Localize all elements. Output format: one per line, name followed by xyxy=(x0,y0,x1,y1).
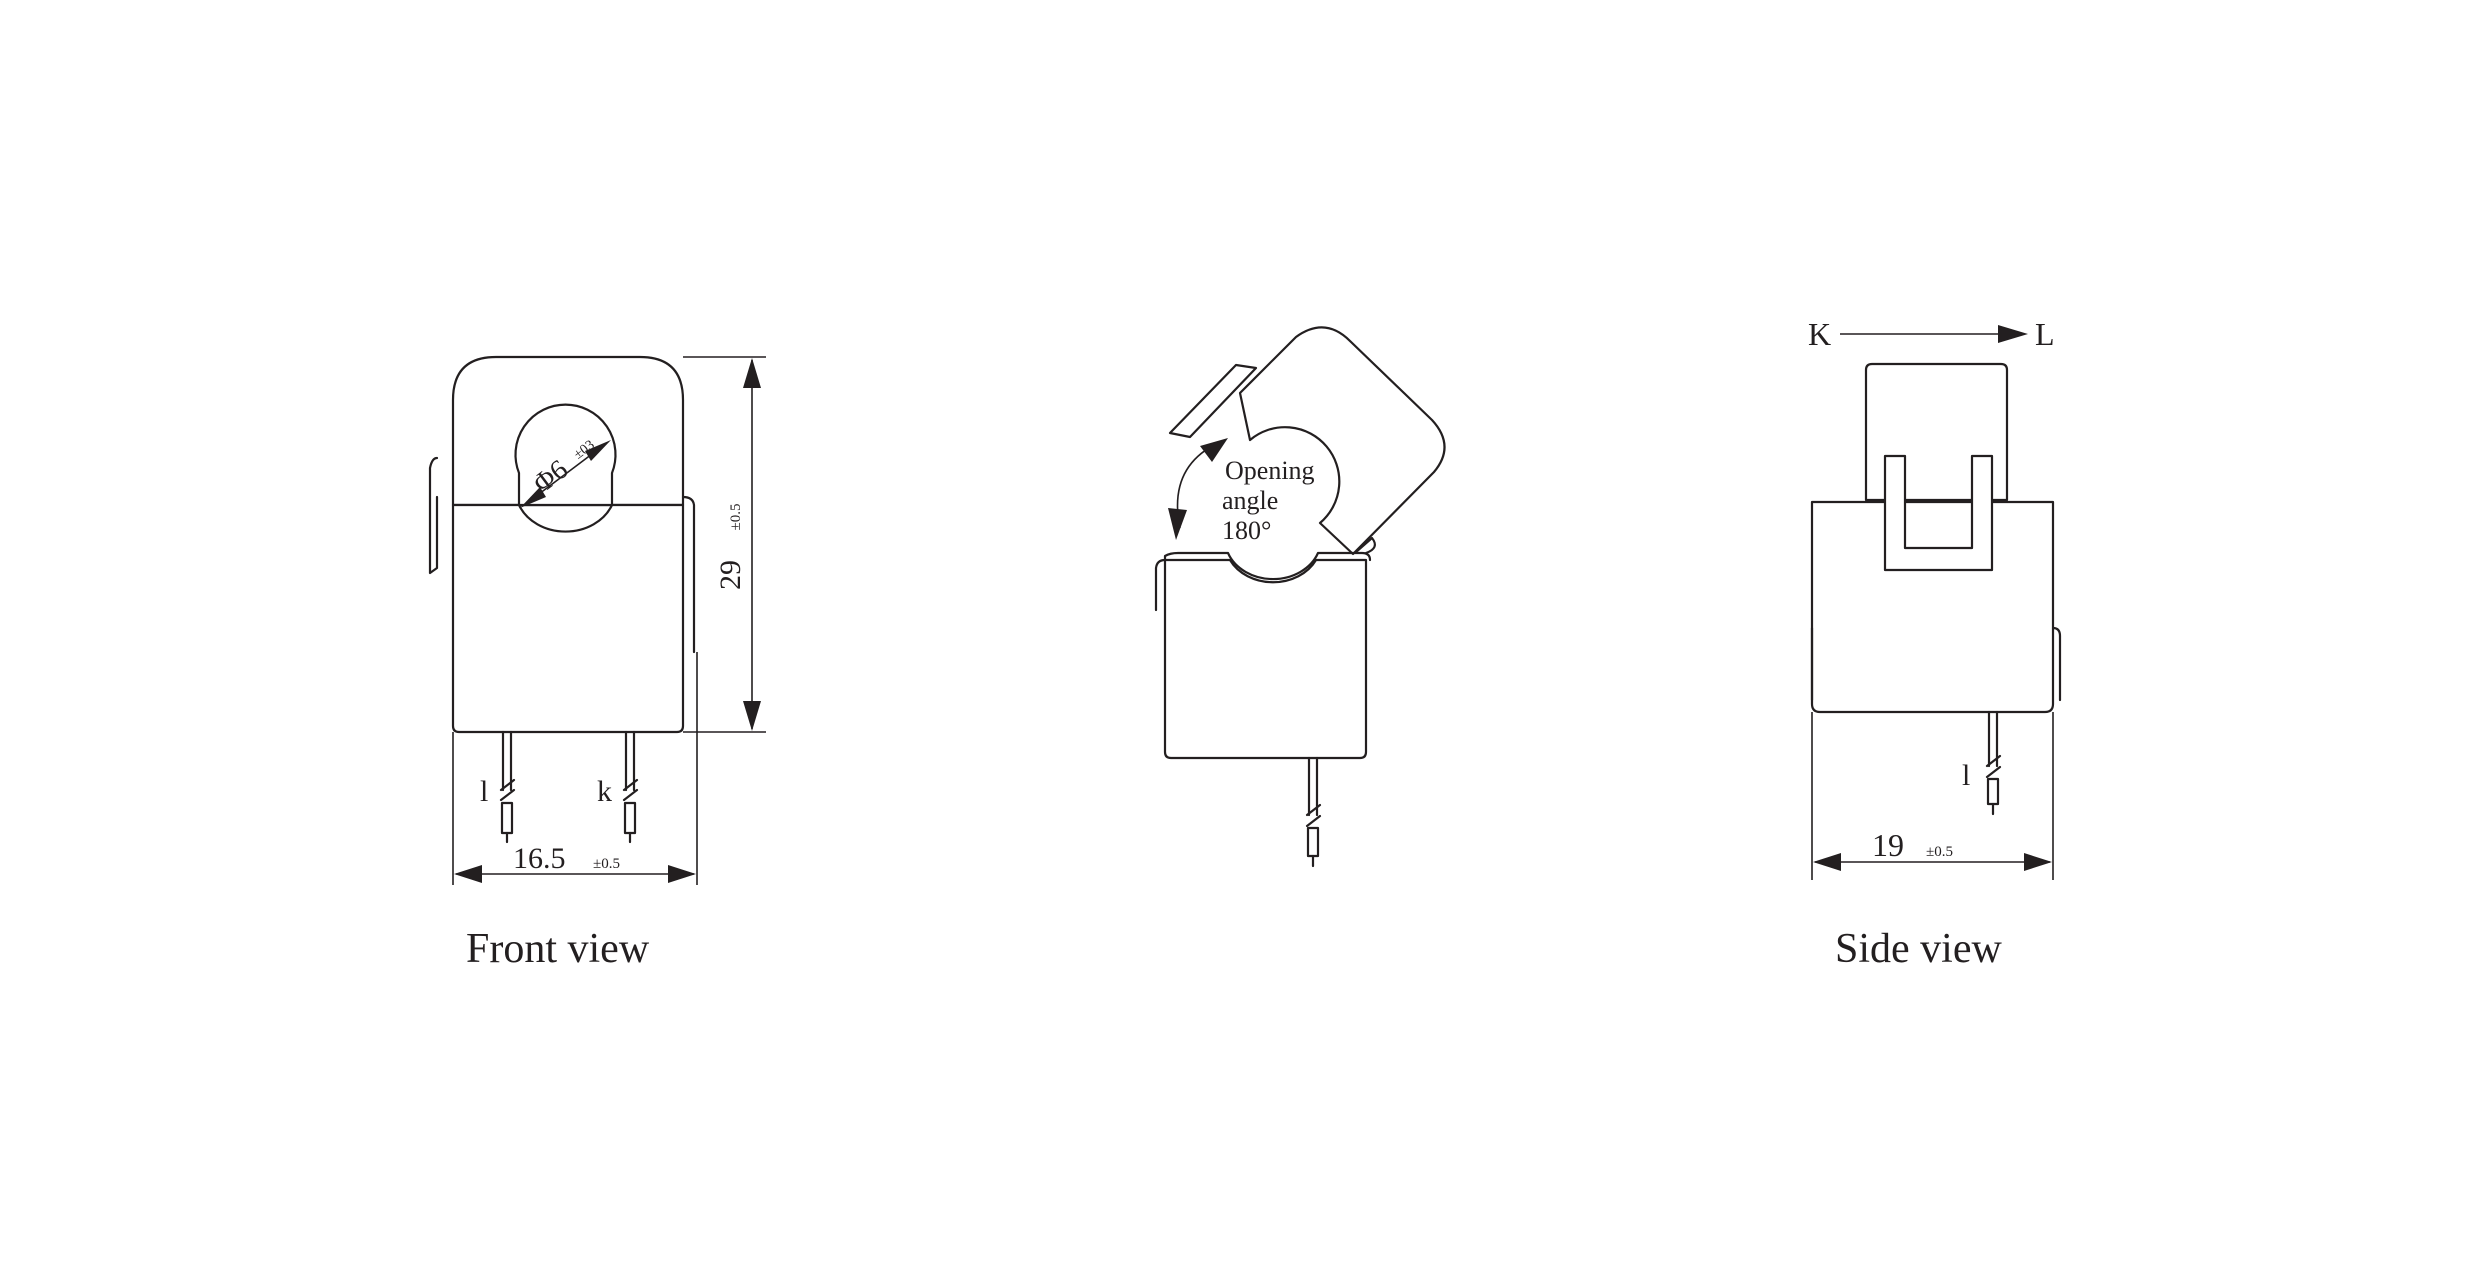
open-upper-jaw xyxy=(1238,326,1446,556)
direction-from-label: K xyxy=(1808,316,1831,352)
front-right-tab xyxy=(681,495,696,654)
side-view: K L l 19 ±0.5 xyxy=(1808,316,2062,972)
svg-text:29 ±0.5: 29 ±0.5 xyxy=(714,504,747,590)
side-body-step-right xyxy=(2051,626,2062,702)
svg-text:19 ±0.5: 19 ±0.5 xyxy=(1872,827,1953,863)
open-hinge-plate xyxy=(1168,363,1258,439)
side-lead xyxy=(1985,710,2002,816)
side-width-tolerance: ±0.5 xyxy=(1926,844,1953,860)
side-body xyxy=(1810,500,2055,714)
front-width-tolerance: ±0.5 xyxy=(593,856,620,872)
front-diameter-dimension: Φ6 ±03 xyxy=(520,438,611,508)
opening-angle-line-2: angle xyxy=(1222,486,1278,515)
side-width-value: 19 xyxy=(1872,827,1904,863)
front-width-value: 16.5 xyxy=(513,842,566,875)
front-body xyxy=(451,503,685,734)
direction-indicator: K L xyxy=(1808,316,2055,352)
front-lead-left-label: l xyxy=(480,775,488,808)
side-u-channel xyxy=(1883,454,1994,572)
open-left-tab xyxy=(1154,558,1167,612)
opening-angle-label: Opening angle 180° xyxy=(1222,456,1321,545)
open-lower-body xyxy=(1163,558,1368,760)
open-view: Opening angle 180° xyxy=(1154,326,1446,868)
svg-text:16.5 ±0.5: 16.5 ±0.5 xyxy=(513,842,620,875)
opening-angle-line-1: Opening xyxy=(1225,456,1315,485)
front-lead-right-label: k xyxy=(597,775,612,808)
opening-angle-arrow xyxy=(1168,438,1228,540)
front-view: l k Φ6 ±03 29 ±0.5 xyxy=(428,355,766,972)
front-aperture xyxy=(514,403,617,507)
side-width-dimension: 19 ±0.5 xyxy=(1811,712,2054,880)
open-lead xyxy=(1305,756,1322,868)
open-hinge-pin xyxy=(1354,536,1376,555)
front-height-value: 29 xyxy=(714,560,747,590)
front-lead-right xyxy=(622,730,639,844)
side-view-caption: Side view xyxy=(1835,926,2002,972)
front-view-caption: Front view xyxy=(466,926,650,972)
direction-to-label: L xyxy=(2035,316,2055,352)
opening-angle-line-3: 180° xyxy=(1222,516,1271,545)
front-height-dimension: 29 ±0.5 xyxy=(683,356,766,733)
open-lower-jaw-top xyxy=(1163,551,1372,581)
side-lead-label: l xyxy=(1962,759,1970,792)
front-lead-left xyxy=(499,730,516,844)
front-width-dimension: 16.5 ±0.5 xyxy=(452,652,698,885)
front-height-tolerance: ±0.5 xyxy=(728,504,744,531)
front-clip-plate xyxy=(428,456,439,575)
